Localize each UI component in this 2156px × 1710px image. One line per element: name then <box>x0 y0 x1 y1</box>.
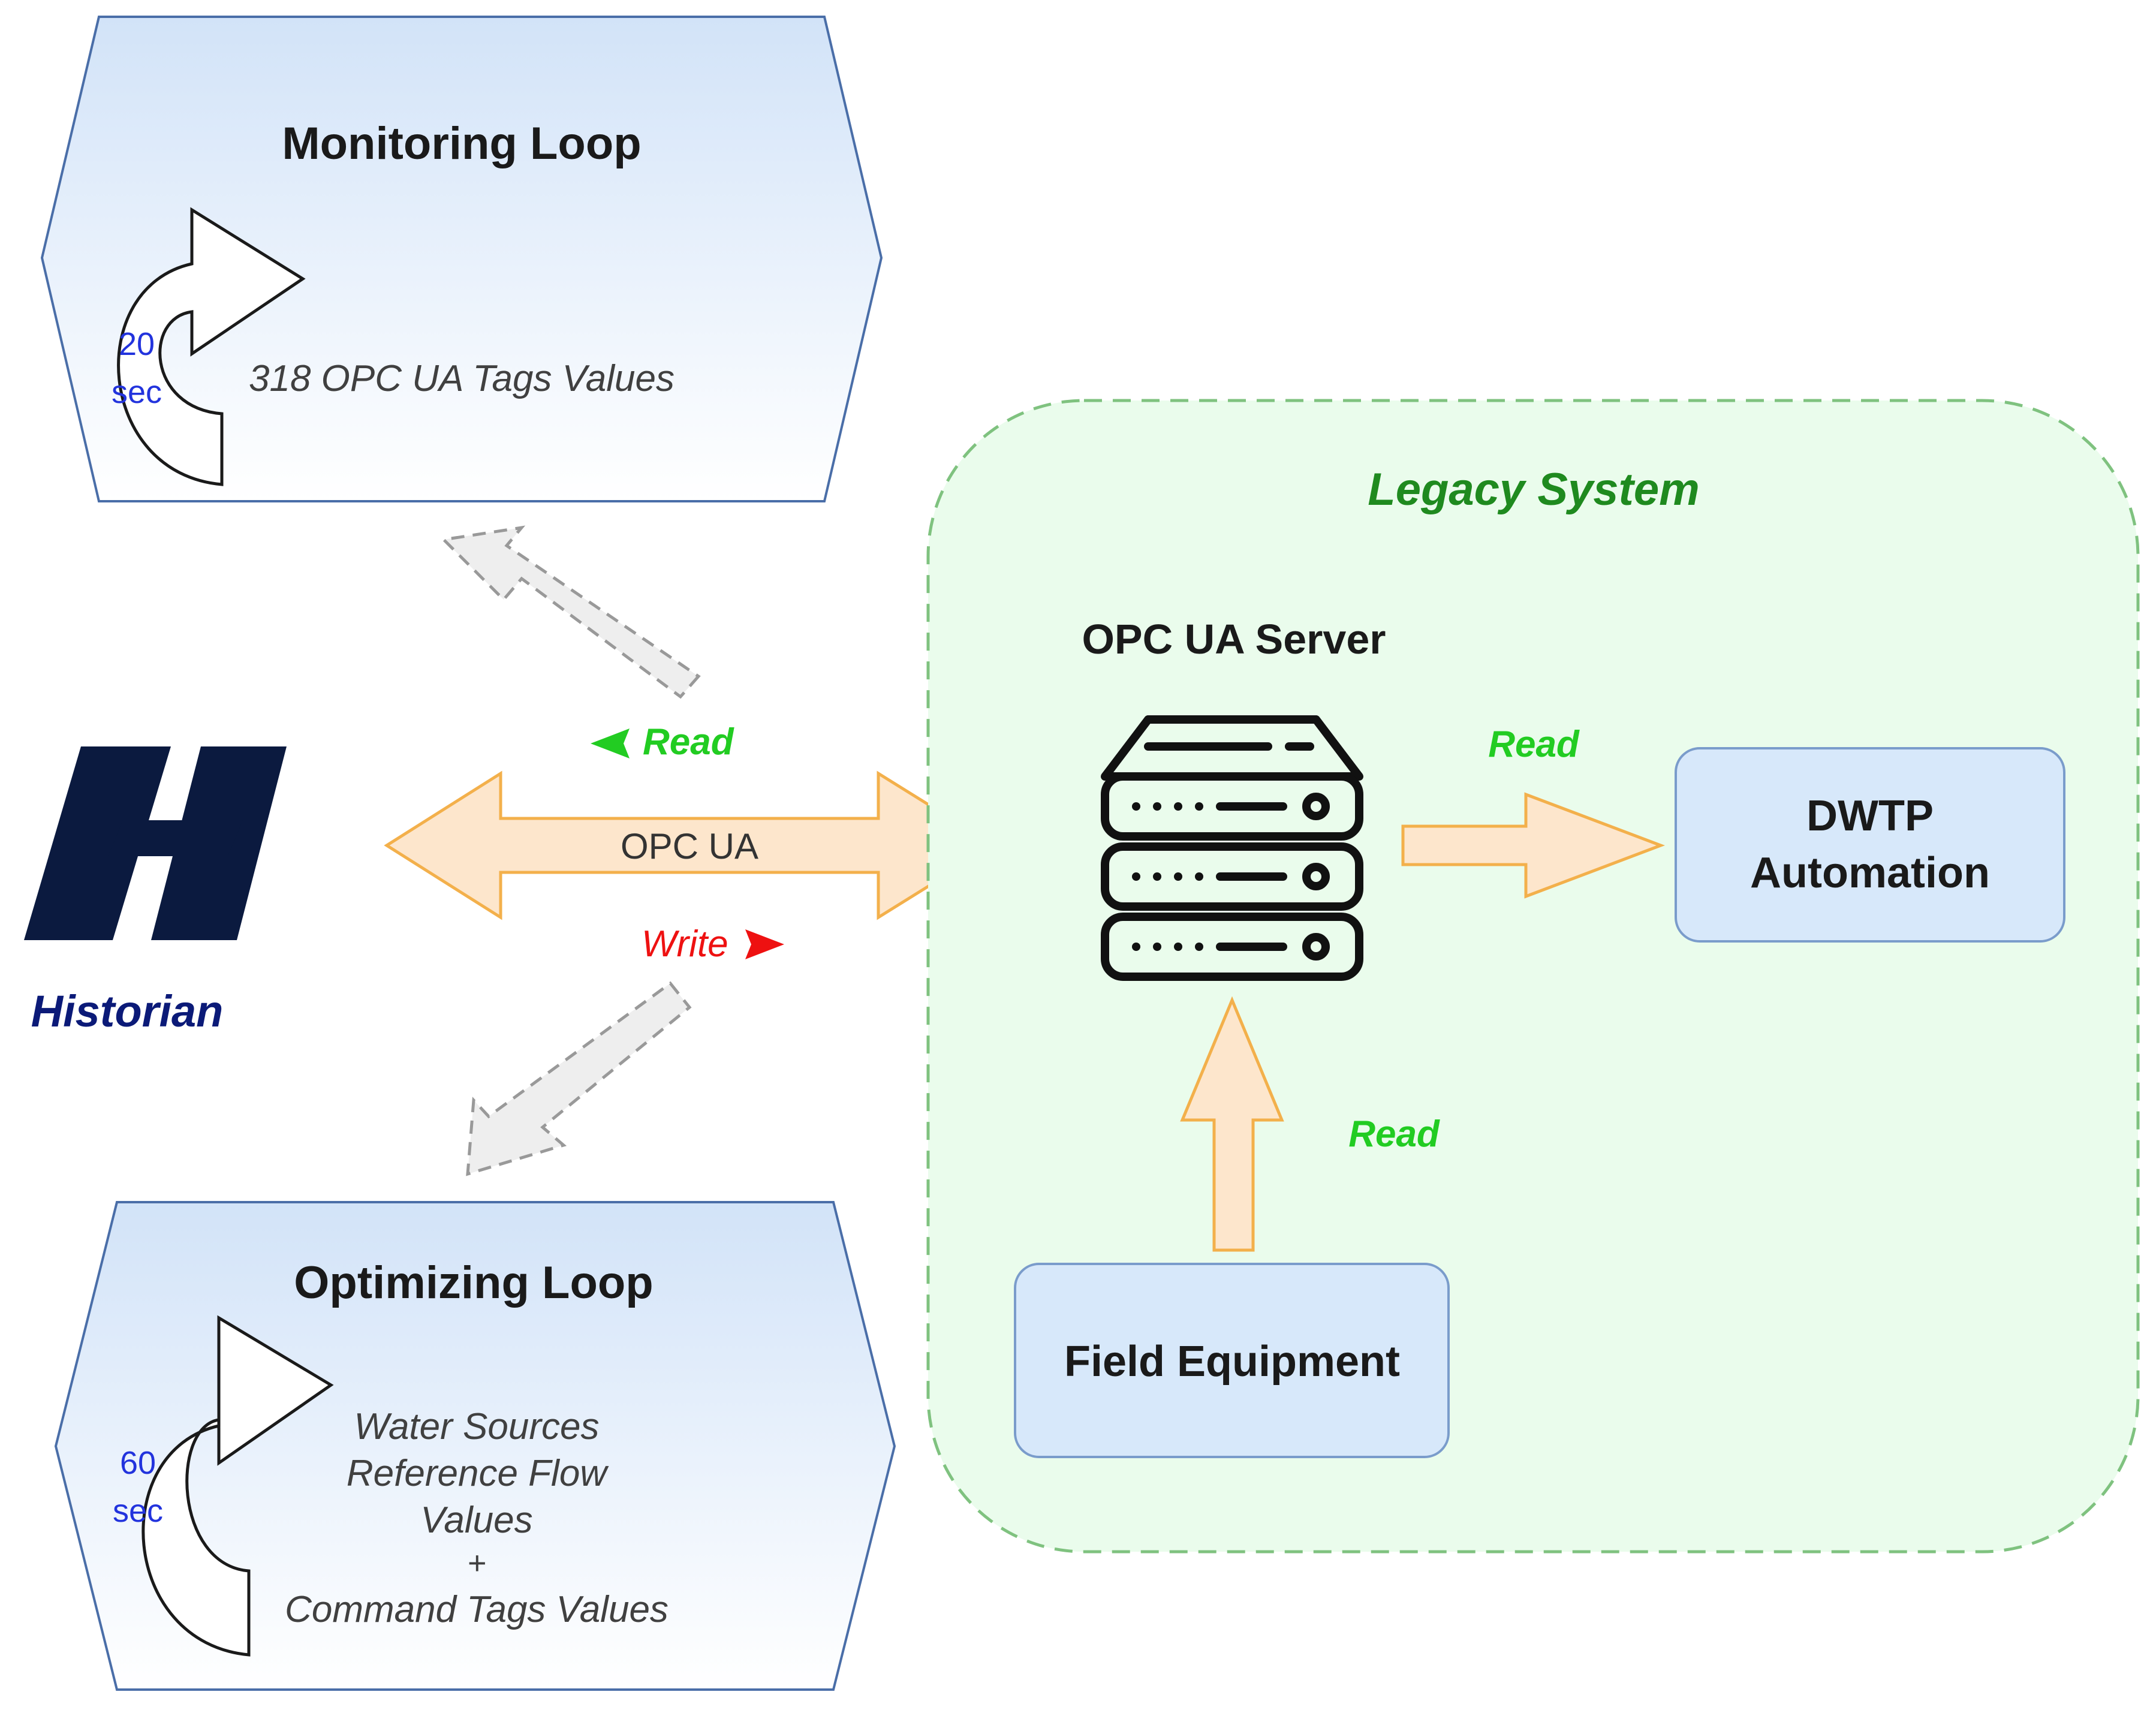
monitoring-interval-unit: sec <box>112 374 162 410</box>
write-direction-icon <box>745 929 784 959</box>
optimizing-desc-line: + <box>467 1545 486 1581</box>
optimizing-desc-line: Water Sources <box>354 1406 600 1447</box>
monitoring-interval-value: 20 <box>119 326 155 362</box>
historian-logo-crossbar <box>108 820 243 856</box>
link-write-label: Write <box>642 923 728 965</box>
to-optimizing-dashed-arrow <box>466 981 692 1176</box>
dwtp-automation-line: DWTP <box>1806 792 1934 840</box>
field-to-server-arrow <box>1180 996 1284 1252</box>
optimizing-desc-line: Reference Flow <box>347 1453 609 1494</box>
cycle-arrow-icon <box>117 207 306 486</box>
field-read-label: Read <box>1348 1113 1440 1155</box>
server-to-automation-arrow <box>1401 792 1666 899</box>
optimizing-interval-unit: sec <box>113 1493 163 1529</box>
link-read-label: Read <box>643 721 734 763</box>
to-monitoring-dashed-arrow <box>440 525 701 699</box>
monitoring-loop-shape <box>40 16 883 502</box>
server-icon <box>1101 715 1363 981</box>
monitoring-loop-title: Monitoring Loop <box>282 118 641 169</box>
dwtp-automation-box <box>1675 747 2065 943</box>
monitoring-loop-description: 318 OPC UA Tags Values <box>249 358 674 399</box>
automation-read-label: Read <box>1488 724 1580 765</box>
monitoring-loop: Monitoring Loop 20 sec 318 OPC UA Tags V… <box>40 16 883 502</box>
historian-logo-left-bar <box>24 746 171 940</box>
optimizing-desc-line: Values <box>420 1500 532 1541</box>
optimizing-interval-value: 60 <box>120 1445 156 1481</box>
optimizing-loop-title: Optimizing Loop <box>294 1257 653 1308</box>
historian-logo <box>24 746 287 940</box>
optimizing-loop-shape <box>54 1201 896 1691</box>
optimizing-loop: Optimizing Loop 60 sec Water Sources Ref… <box>54 1201 896 1691</box>
field-equipment-box <box>1014 1263 1450 1458</box>
legacy-system-title: Legacy System <box>1368 464 1699 515</box>
dwtp-automation-line: Automation <box>1750 849 1990 897</box>
opc-ua-server-label: OPC UA Server <box>1082 616 1386 663</box>
field-equipment-label: Field Equipment <box>1064 1338 1400 1386</box>
cycle-arrow-icon <box>141 1315 334 1657</box>
opc-ua-protocol-label: OPC UA <box>621 826 758 866</box>
read-direction-icon <box>591 728 630 758</box>
optimizing-desc-line: Command Tags Values <box>285 1589 669 1630</box>
historian-label: Historian <box>31 986 224 1036</box>
